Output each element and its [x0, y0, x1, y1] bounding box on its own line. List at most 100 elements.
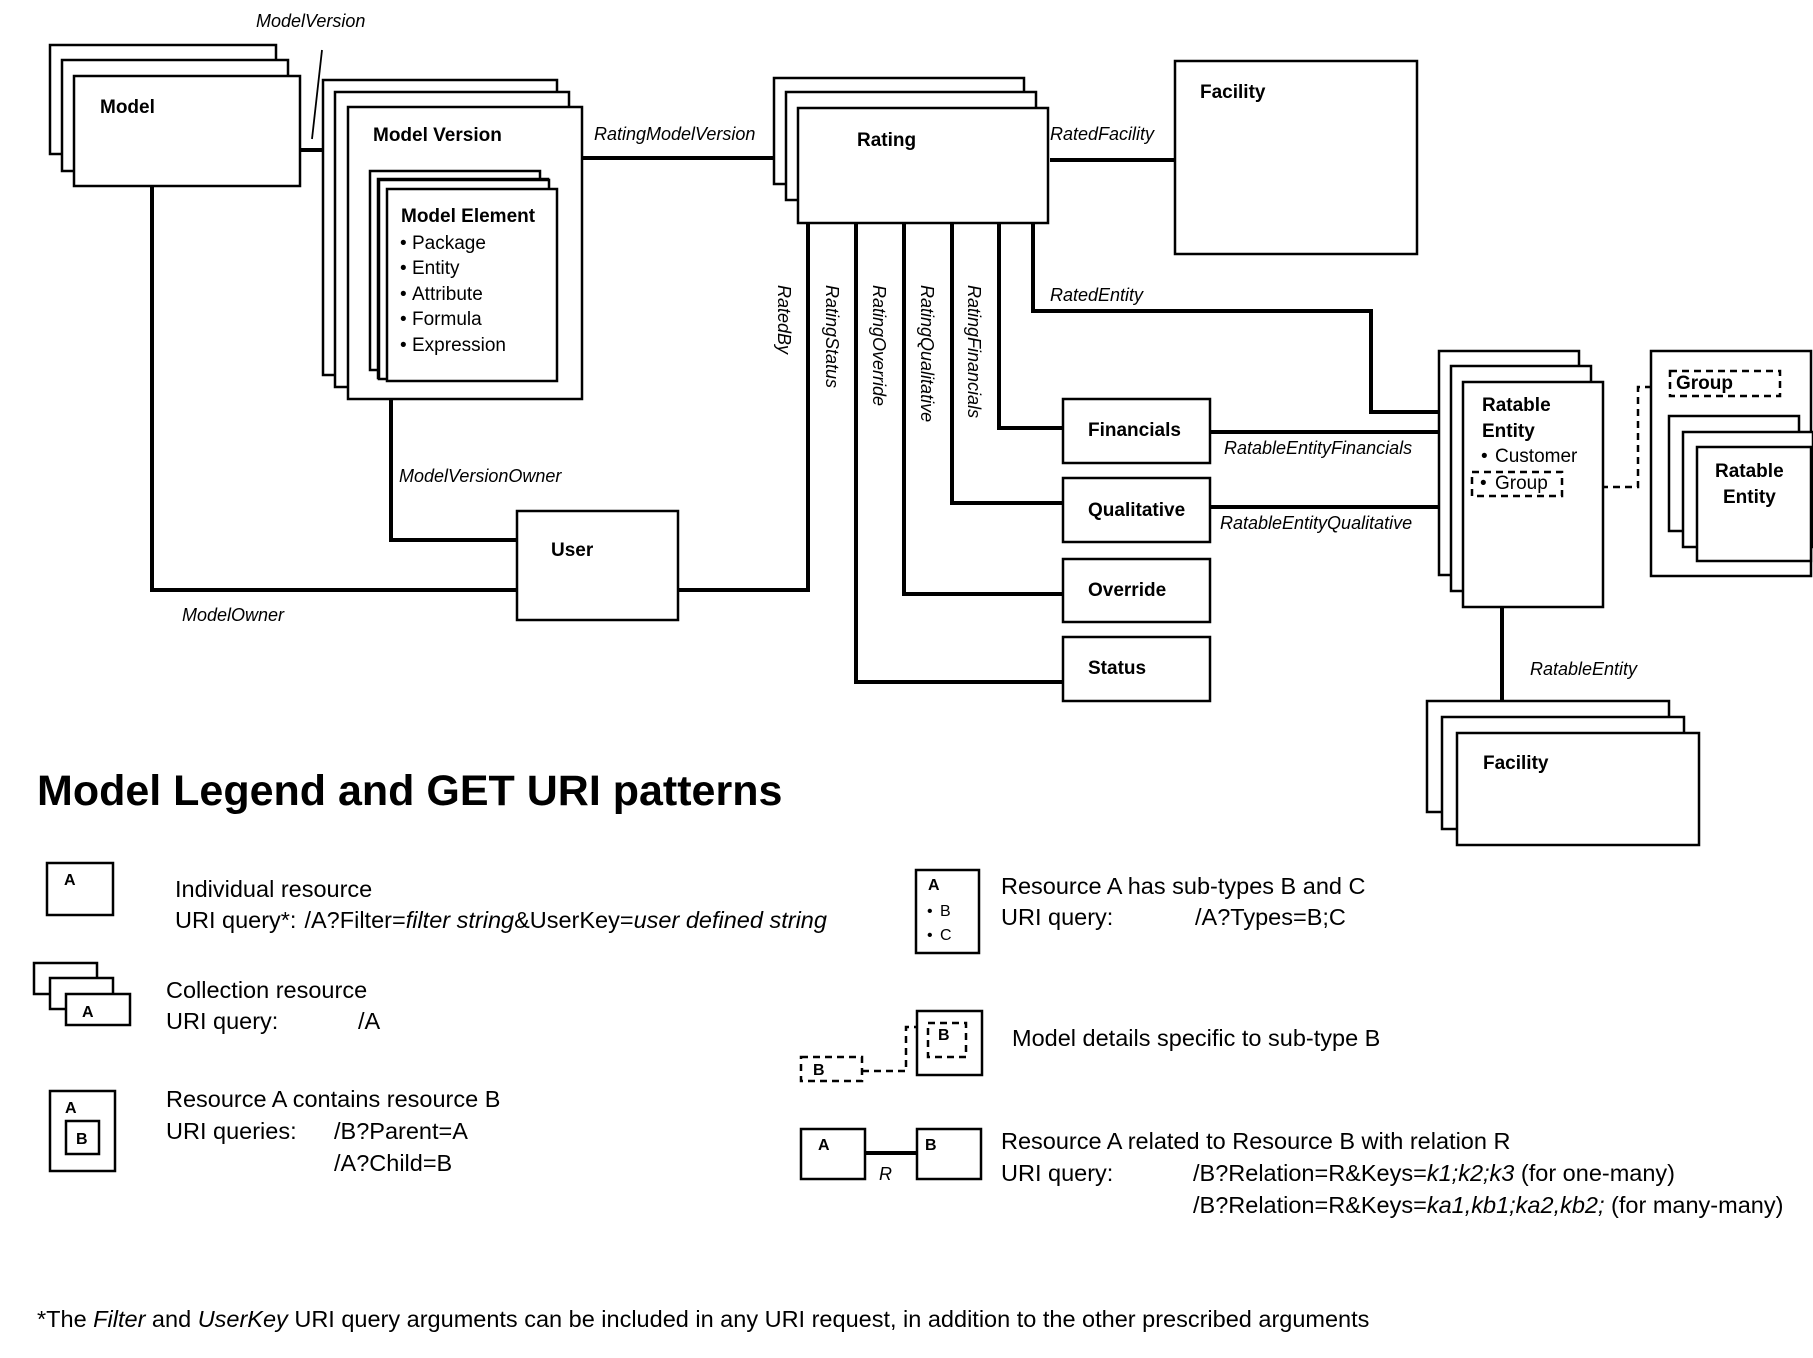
group-title: Group	[1676, 373, 1733, 394]
footnote-part: URI query arguments can be included in a…	[288, 1306, 1370, 1332]
financials-title: Financials	[1088, 420, 1181, 441]
legend-related: A B R Resource A related to Resource B w…	[799, 1127, 1784, 1218]
model-version-title: Model Version	[373, 125, 502, 146]
connector-lines	[150, 49, 1672, 733]
relation-label-ratedby: RatedBy	[774, 285, 794, 355]
relation-label-ratingmodelversion: RatingModelVersion	[594, 124, 755, 144]
model-element-item-label: Attribute	[412, 284, 483, 305]
footnote-part: and	[145, 1306, 197, 1332]
legend-related-uri-label: URI query:	[1001, 1160, 1113, 1186]
relation-label-ratedfacility: RatedFacility	[1050, 124, 1155, 144]
legend-contains-inner-icon	[64, 1119, 101, 1156]
legend-related-uri-part: (for many-many)	[1605, 1192, 1784, 1218]
relation-label-ratableentityqualitative: RatableEntityQualitative	[1220, 513, 1412, 533]
legend-contains-uri-1: /B?Parent=A	[334, 1118, 468, 1144]
legend-related-label: Resource A related to Resource B with re…	[1001, 1128, 1510, 1154]
legend-individual-uri-label: URI query*:	[175, 907, 296, 933]
legend-title: Model Legend and GET URI patterns	[37, 767, 782, 815]
legend-related-uri-part: k1;k2;k3	[1427, 1160, 1515, 1186]
line-rated-by	[678, 224, 810, 592]
model-element-item: •	[400, 309, 407, 330]
legend-related-uri-part: /B?Relation=R&Keys=	[1193, 1192, 1427, 1218]
legend-collection: A Collection resource URI query: /A	[32, 961, 381, 1034]
qualitative-box	[1061, 476, 1212, 544]
legend-related-relation: R	[879, 1164, 892, 1184]
legend-subtypes-uri: /A?Types=B;C	[1195, 904, 1346, 930]
legend-subtype-details-inner-icon	[926, 1021, 968, 1059]
relation-label-ratingstatus: RatingStatus	[822, 285, 842, 388]
model-element-items: • Package • Entity • Attribute • Formula…	[400, 233, 506, 356]
legend-related-a-label: A	[818, 1137, 830, 1154]
status-box	[1061, 635, 1212, 703]
group-subtype-marker	[1470, 470, 1564, 498]
relation-label-ratableentityfinancials: RatableEntityFinancials	[1224, 438, 1412, 458]
legend-subtypes-item-label: C	[940, 927, 952, 944]
ratable-entity-collection: Ratable Entity • Customer • Group	[1437, 349, 1605, 609]
model-element-item-label: Expression	[412, 335, 506, 356]
legend-subtypes-item: •	[927, 903, 933, 920]
line-modelversion-owner	[389, 399, 518, 542]
rating-collection: Rating	[772, 76, 1050, 225]
group-ratable-entity-line1: Ratable	[1715, 461, 1784, 482]
legend-subtypes-icon	[914, 868, 981, 955]
legend-subtype-details-inner-label: B	[938, 1027, 950, 1044]
relation-label-ratingqualitative: RatingQualitative	[917, 285, 937, 422]
legend-collection-uri: /A	[358, 1008, 381, 1034]
facility-collection-box	[1455, 731, 1701, 847]
legend-related-uri-part: (for one-many)	[1514, 1160, 1675, 1186]
footnote-part: UserKey	[198, 1306, 289, 1332]
legend-individual-uri: URI query*:/A?Filter=filter string&UserK…	[175, 907, 827, 933]
ratable-entity-item-label: Group	[1495, 473, 1548, 494]
legend-collection-box-label: A	[82, 1004, 94, 1021]
legend-individual-uri-part: &UserKey=	[514, 907, 634, 933]
ratable-entity-title-line2: Entity	[1482, 421, 1535, 442]
facility-collection-title: Facility	[1483, 753, 1549, 774]
legend-related-uri-part: /B?Relation=R&Keys=	[1193, 1160, 1427, 1186]
legend-subtypes-uri-label: URI query:	[1001, 904, 1113, 930]
legend-subtype-details-small-label: B	[813, 1062, 825, 1079]
legend-individual-label: Individual resource	[175, 876, 372, 902]
model-element-item: •	[400, 284, 407, 305]
relation-label-ratingoverride: RatingOverride	[869, 285, 889, 406]
relation-label-ratableentity: RatableEntity	[1530, 659, 1638, 679]
group-ratable-entity-line2: Entity	[1723, 487, 1776, 508]
footnote-part: Filter	[93, 1306, 146, 1332]
user-box	[515, 509, 680, 622]
facility-box	[1173, 59, 1419, 256]
model-title: Model	[100, 97, 155, 118]
legend-subtypes: A • B • C Resource A has sub-types B and…	[914, 868, 1365, 955]
qualitative-entity: Qualitative	[1061, 476, 1212, 544]
line-rating-override	[902, 224, 1065, 596]
legend-related-b-label: B	[925, 1137, 937, 1154]
legend-individual: A Individual resource URI query*:/A?Filt…	[45, 861, 827, 933]
ratable-entity-title-line1: Ratable	[1482, 395, 1551, 416]
override-title: Override	[1088, 580, 1166, 601]
group-label-box	[1668, 369, 1782, 398]
rating-box	[796, 106, 1050, 225]
model-element-title: Model Element	[401, 206, 536, 227]
legend-subtypes-label: Resource A has sub-types B and C	[1001, 873, 1365, 899]
legend-collection-uri-label: URI query:	[166, 1008, 278, 1034]
model-element-box	[385, 187, 559, 383]
legend-related-uri-part: ka1,kb1;ka2,kb2;	[1427, 1192, 1605, 1218]
facility-collection: Facility	[1425, 699, 1701, 847]
line-rated-entity	[1031, 224, 1465, 414]
legend-subtype-details-small-icon	[799, 1055, 864, 1083]
legend-contains-label: Resource A contains resource B	[166, 1086, 500, 1112]
group-ratable-entity-box	[1695, 445, 1813, 563]
rating-title: Rating	[857, 130, 916, 151]
user-title: User	[551, 540, 594, 561]
legend-individual-uri-part: filter string	[406, 907, 514, 933]
status-title: Status	[1088, 658, 1146, 679]
qualitative-title: Qualitative	[1088, 500, 1185, 521]
financials-entity: Financials	[1061, 397, 1212, 465]
legend-subtype-details-label: Model details specific to sub-type B	[1012, 1025, 1380, 1051]
override-box	[1061, 557, 1212, 624]
model-element-item-label: Package	[412, 233, 486, 254]
relation-labels: ModelVersion RatingModelVersion RatedFac…	[182, 11, 1638, 679]
override-entity: Override	[1061, 557, 1212, 624]
relation-label-modelversionowner: ModelVersionOwner	[399, 466, 562, 486]
legend-contains-outer-label: A	[65, 1100, 77, 1117]
legend-subtypes-box-label: A	[928, 877, 940, 894]
